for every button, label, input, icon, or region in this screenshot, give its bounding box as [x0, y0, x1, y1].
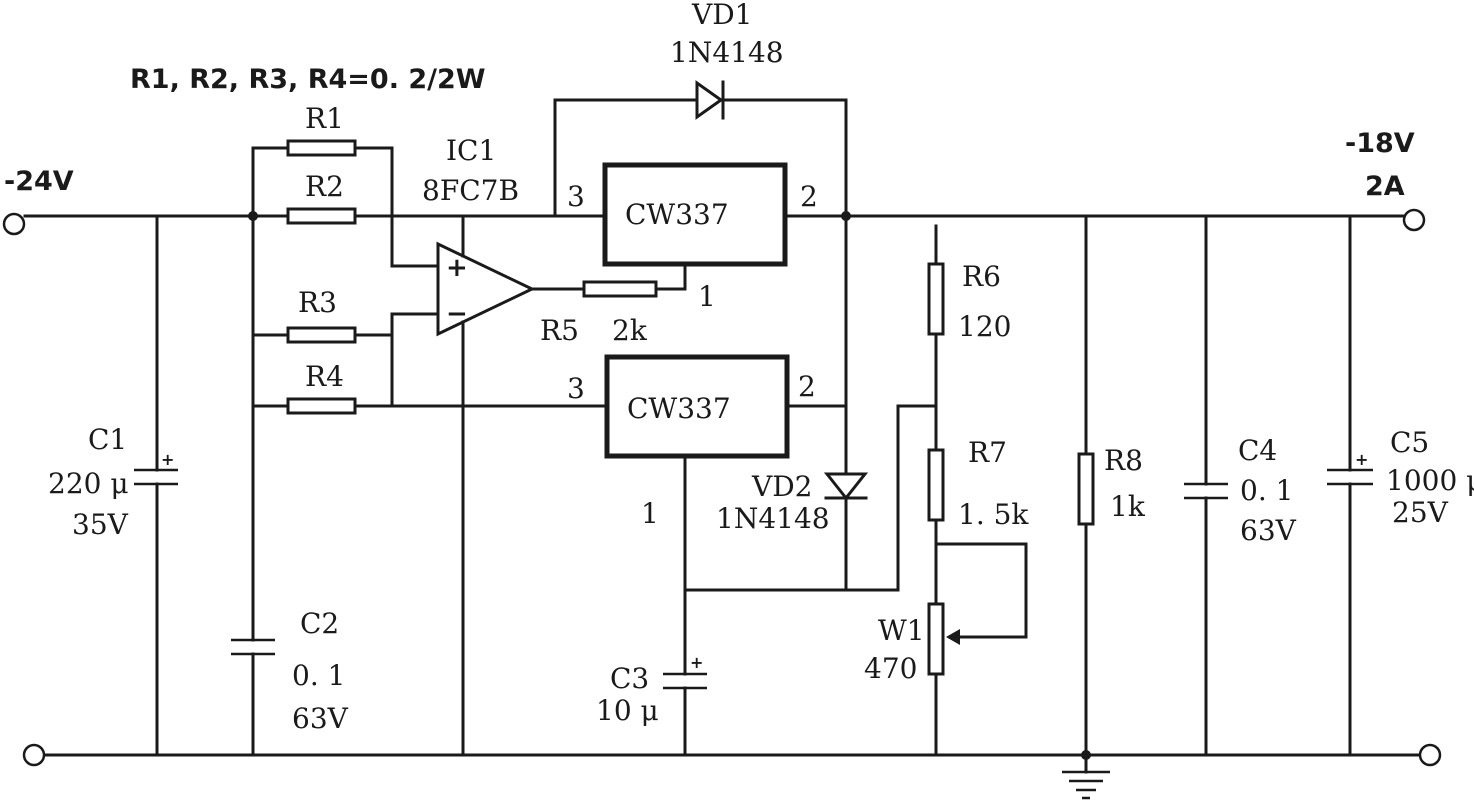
- diode-vd1: [553, 80, 851, 221]
- regulator-top-pin3: 3: [567, 180, 585, 213]
- c2-value: 0. 1: [292, 659, 345, 692]
- r5-value: 2k: [612, 314, 648, 347]
- regulator-bottom-pin2: 2: [798, 370, 816, 403]
- r6-label: R6: [962, 260, 1001, 293]
- r8-value: 1k: [1110, 490, 1146, 523]
- w1-label: W1: [878, 614, 925, 647]
- c1-polarity: +: [161, 450, 174, 469]
- input-terminal: [2, 212, 26, 236]
- c5-value: 1000 μ: [1386, 464, 1474, 497]
- c5-polarity: +: [1355, 450, 1368, 469]
- vd2-part: 1N4148: [716, 502, 830, 535]
- opamp-ic1: + −: [436, 214, 536, 757]
- capacitor-c2: [231, 638, 275, 757]
- resistor-r8: [1077, 452, 1095, 526]
- capacitor-c4: [1184, 214, 1228, 757]
- r7-label: R7: [968, 436, 1007, 469]
- r8-label: R8: [1104, 444, 1143, 477]
- vd1-label: VD1: [691, 0, 752, 31]
- resistor-r4: [286, 397, 357, 415]
- r4-label: R4: [305, 360, 344, 393]
- r7-value: 1. 5k: [958, 498, 1029, 531]
- opamp-plus: +: [446, 253, 468, 283]
- c4-label: C4: [1238, 434, 1277, 467]
- feedback-divider: [934, 224, 1028, 757]
- opamp-minus: −: [446, 299, 468, 329]
- input-ground-terminal: [22, 743, 46, 767]
- adjust-node: [683, 404, 938, 676]
- potentiometer-w1: [927, 602, 945, 676]
- r6-value: 120: [958, 310, 1011, 343]
- input-voltage-label: -24V: [4, 166, 74, 197]
- c4-value: 0. 1: [1240, 474, 1293, 507]
- resistor-r6: [927, 262, 945, 336]
- r2-label: R2: [305, 170, 344, 203]
- c1-voltage: 35V: [72, 508, 129, 541]
- resistor-r3: [286, 326, 357, 344]
- regulator-bottom-part: CW337: [627, 392, 731, 425]
- regulator-bottom-pin1: 1: [641, 497, 659, 530]
- regulator-top: [602, 162, 788, 267]
- c5-voltage: 25V: [1392, 496, 1449, 529]
- c5-label: C5: [1390, 426, 1429, 459]
- vd1-part: 1N4148: [670, 36, 784, 69]
- ic1-part: 8FC7B: [422, 174, 519, 207]
- vd2-label: VD2: [751, 470, 812, 503]
- w1-value: 470: [864, 652, 917, 685]
- resistor-r7: [927, 448, 945, 522]
- r1-label: R1: [305, 102, 344, 135]
- resistor-r5: [530, 262, 687, 298]
- c1-value: 220 μ: [48, 467, 129, 500]
- c2-label: C2: [300, 607, 339, 640]
- regulator-top-pin1: 1: [698, 280, 716, 313]
- output-ground-terminal: [1418, 743, 1442, 767]
- regulator-top-pin2: 2: [800, 180, 818, 213]
- ground-icon: [1062, 753, 1110, 800]
- resistor-bank: [248, 146, 607, 642]
- c3-value: 10 μ: [596, 694, 659, 727]
- output-terminal: [1402, 208, 1426, 232]
- c1-label: C1: [88, 423, 127, 456]
- c4-voltage: 63V: [1240, 514, 1297, 547]
- output-current-label: 2A: [1365, 171, 1405, 202]
- capacitor-c1: +: [134, 214, 178, 757]
- c2-voltage: 63V: [292, 702, 349, 735]
- regulator-bottom: [604, 354, 790, 459]
- ic1-label: IC1: [446, 134, 496, 167]
- regulator-bottom-pin3: 3: [567, 372, 585, 405]
- resistor-r1: [286, 139, 357, 157]
- r3-label: R3: [298, 286, 337, 319]
- diode-vd2: [823, 214, 869, 592]
- output-voltage-label: -18V: [1345, 128, 1415, 159]
- c3-polarity: +: [690, 653, 703, 672]
- resistor-note: R1, R2, R3, R4=0. 2/2W: [130, 64, 486, 95]
- regulator-top-part: CW337: [625, 198, 729, 231]
- c3-label: C3: [610, 662, 649, 695]
- resistor-r2: [286, 207, 357, 225]
- capacitor-c3: +: [663, 653, 707, 757]
- capacitor-c5: +: [1327, 214, 1373, 757]
- r5-label: R5: [540, 314, 579, 347]
